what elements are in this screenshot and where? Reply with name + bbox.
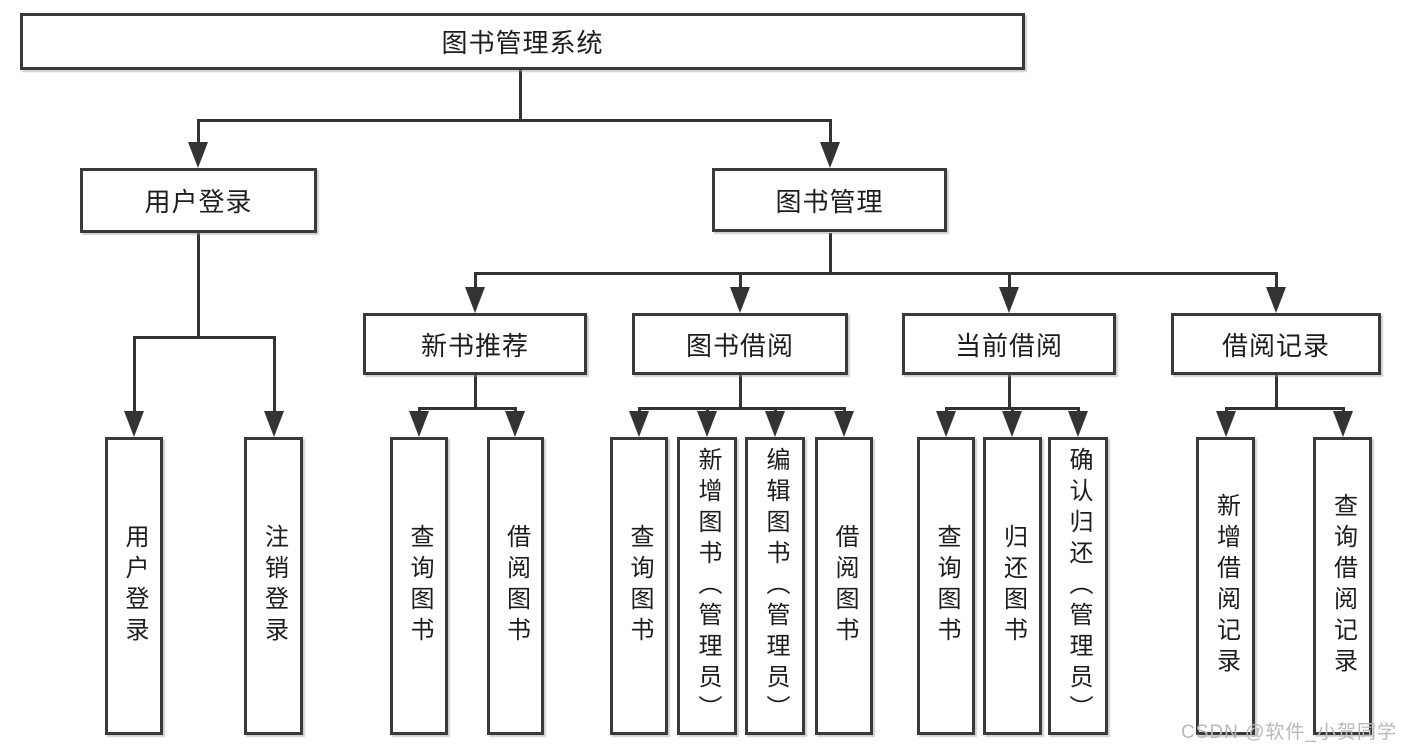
leaf-add-borrow-record: 新增借阅记录 <box>1196 437 1255 735</box>
node-label: 查询图书 <box>406 524 433 648</box>
node-label: 借阅图书 <box>831 524 858 648</box>
node-label: 查询图书 <box>626 524 653 648</box>
node-borrowing-records: 借阅记录 <box>1171 313 1381 375</box>
node-label: 确认归还（管理员） <box>1065 446 1092 726</box>
node-label: 借阅记录 <box>1221 330 1330 361</box>
leaf-user-login: 用户登录 <box>105 437 163 735</box>
leaf-query-books-current: 查询图书 <box>917 437 975 735</box>
leaf-query-borrow-record: 查询借阅记录 <box>1313 437 1372 735</box>
node-label: 新增借阅记录 <box>1212 493 1240 679</box>
node-label: 编辑图书（管理员） <box>762 446 789 726</box>
node-label: 新书推荐 <box>420 330 529 361</box>
leaf-borrow-books-recommend: 借阅图书 <box>487 437 544 735</box>
node-book-management: 图书管理 <box>712 168 947 232</box>
leaf-query-books-borrowing: 查询图书 <box>610 437 668 735</box>
node-new-book-recommendation: 新书推荐 <box>363 313 587 375</box>
node-label: 图书管理系统 <box>441 28 604 58</box>
node-label: 归还图书 <box>999 524 1027 648</box>
leaf-return-books: 归还图书 <box>983 437 1042 735</box>
node-label: 图书借阅 <box>685 330 794 361</box>
node-current-borrowing: 当前借阅 <box>902 313 1116 375</box>
leaf-add-books-admin: 新增图书（管理员） <box>677 437 737 735</box>
leaf-edit-books-admin: 编辑图书（管理员） <box>745 437 805 735</box>
watermark: CSDN @软件_小贺同学 <box>1181 722 1397 743</box>
node-label: 注销登录 <box>260 524 288 648</box>
leaf-logout: 注销登录 <box>244 437 303 735</box>
node-label: 借阅图书 <box>502 524 530 648</box>
leaf-borrow-books-borrowing: 借阅图书 <box>815 437 873 735</box>
node-user-login: 用户登录 <box>80 168 317 233</box>
node-label: 查询借阅记录 <box>1329 493 1357 679</box>
leaf-confirm-return-admin: 确认归还（管理员） <box>1048 437 1108 735</box>
node-label: 查询图书 <box>933 524 960 648</box>
node-library-management-system: 图书管理系统 <box>20 13 1025 70</box>
leaf-query-books-recommend: 查询图书 <box>390 437 448 735</box>
node-label: 图书管理 <box>775 186 884 217</box>
node-label: 当前借阅 <box>954 330 1063 361</box>
node-label: 用户登录 <box>121 524 148 648</box>
node-book-borrowing: 图书借阅 <box>632 313 848 375</box>
node-label: 新增图书（管理员） <box>694 446 721 726</box>
node-label: 用户登录 <box>144 187 253 217</box>
